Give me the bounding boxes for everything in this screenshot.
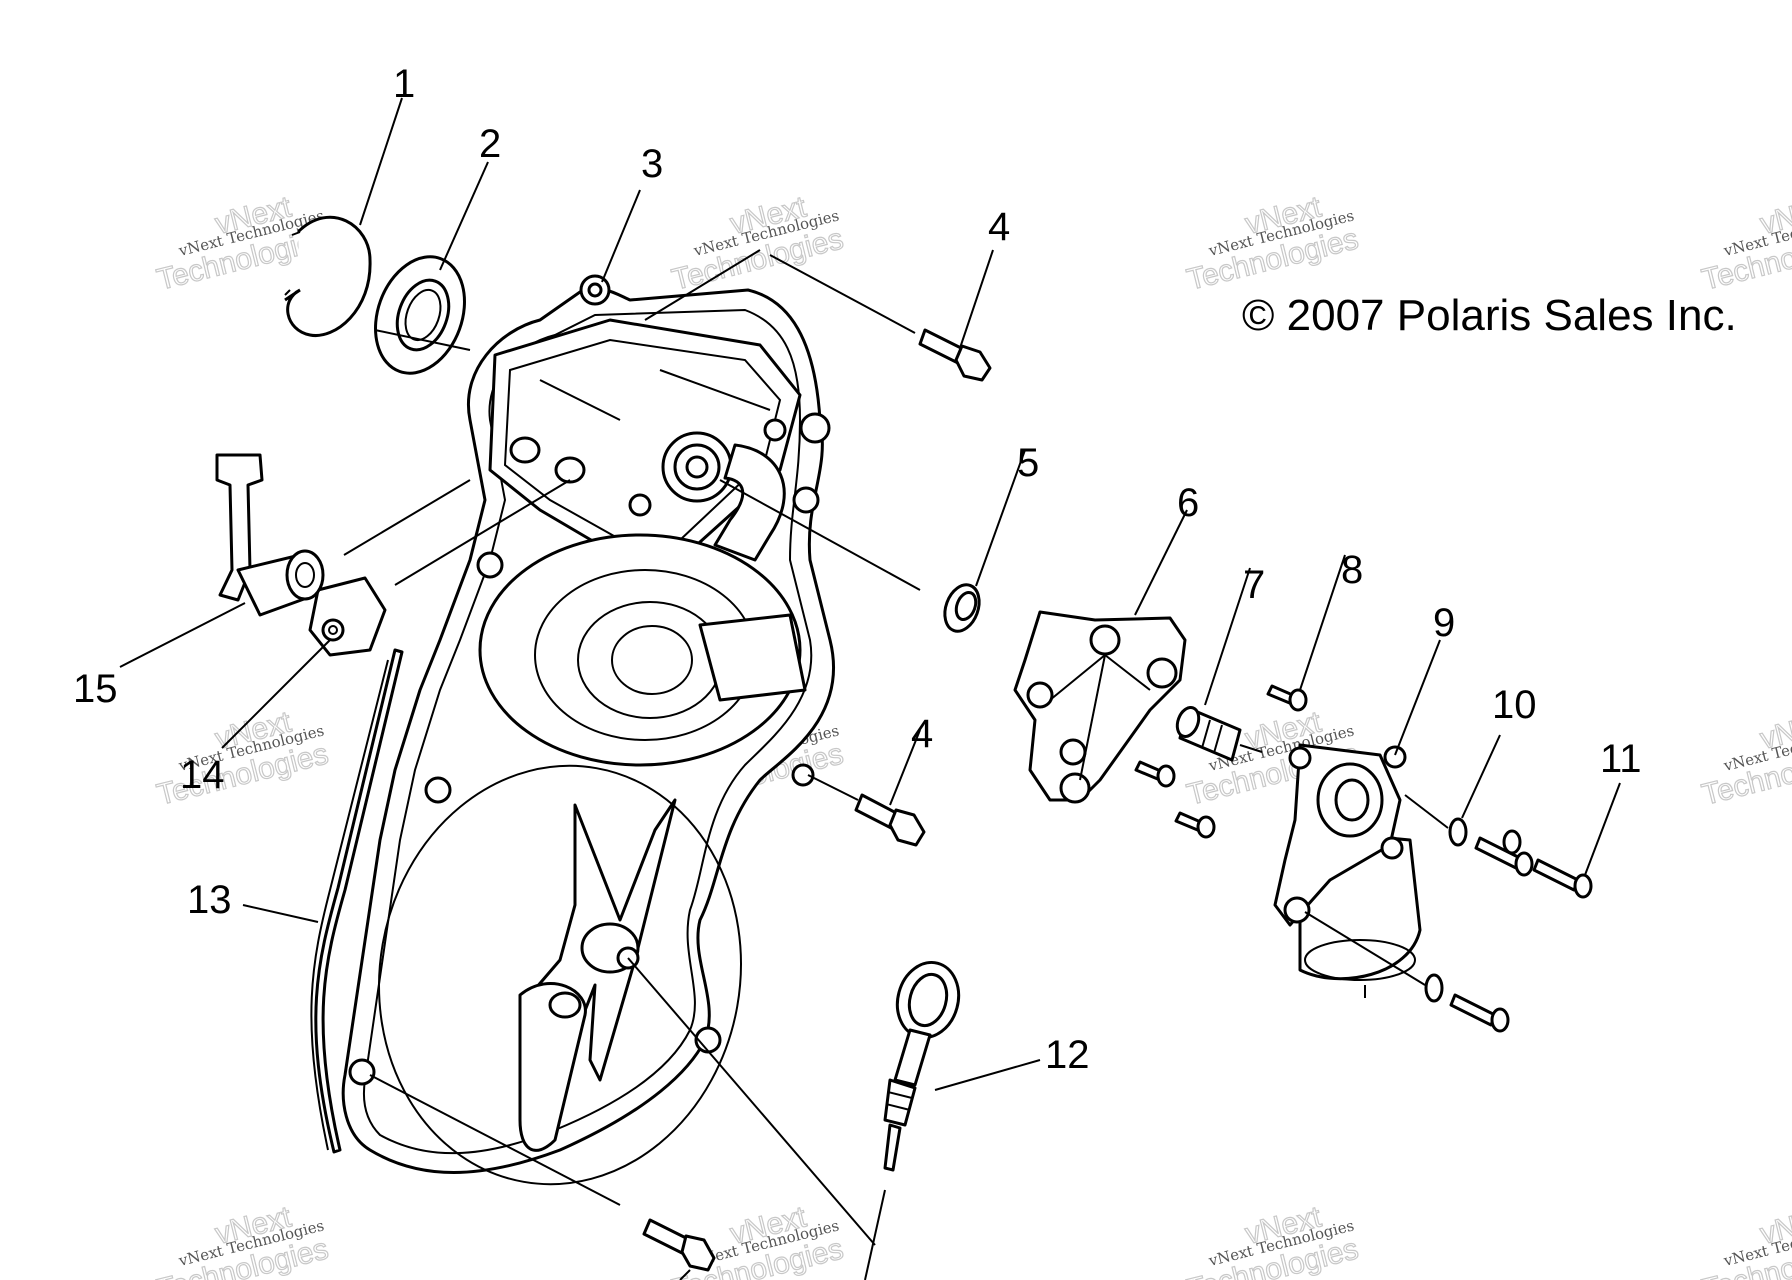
callout-14: 14: [180, 753, 225, 797]
mount-bolt: [1532, 858, 1593, 899]
callout-2: 2: [479, 122, 501, 166]
mount-bolt: [1474, 836, 1534, 877]
retaining-ring: [284, 215, 372, 338]
callout-4: 4: [988, 205, 1010, 249]
screw: [1134, 760, 1176, 788]
gearcase-cover: [341, 274, 835, 1186]
callout-5: 5: [1017, 441, 1039, 485]
cover-seal: [314, 648, 404, 1154]
callout-13: 13: [187, 878, 232, 922]
callout-8: 8: [1341, 548, 1363, 592]
sensor: [215, 453, 325, 617]
actuator-motor: [1273, 743, 1422, 998]
callout-7: 7: [1243, 563, 1265, 607]
watermark: Technologies vNext vNext Technologies: [1183, 1200, 1362, 1280]
dipstick: [883, 960, 961, 1172]
callout-3: 3: [641, 142, 663, 186]
motor-bracket: [1013, 610, 1187, 804]
washer: [1424, 973, 1444, 1003]
watermark: Technologies vNext vNext Technologies: [668, 190, 847, 298]
watermark: Technologies vNext vNext Technologies: [1698, 190, 1792, 298]
mount-bolt: [1449, 993, 1510, 1033]
callout-numbers: 1 2 3 4 5 6 7 8 9 10 11 12 13 14 15 4: [73, 62, 1642, 1077]
screw: [1266, 684, 1308, 712]
callout-10: 10: [1492, 683, 1537, 727]
bolt-lower: [642, 1218, 716, 1272]
callout-11: 11: [1600, 737, 1642, 781]
callout-12: 12: [1045, 1033, 1090, 1077]
watermark: Technologies vNext vNext Technologies: [153, 705, 332, 813]
washer: [1448, 817, 1468, 847]
callout-9: 9: [1433, 601, 1455, 645]
elbow-fitting: [308, 576, 387, 657]
bolt-upper: [918, 328, 992, 382]
leader-lines: [119, 97, 1621, 1280]
callout-6: 6: [1177, 481, 1199, 525]
small-seal: [943, 583, 981, 633]
callout-15: 15: [73, 667, 118, 711]
callout-4-lower: 4: [911, 712, 933, 756]
screw: [1174, 811, 1216, 839]
watermark: Technologies vNext vNext Technologies: [153, 1200, 332, 1280]
coupler: [1175, 705, 1242, 762]
watermark: Technologies vNext vNext Technologies: [1698, 705, 1792, 813]
watermark: Technologies vNext vNext Technologies: [1698, 1200, 1792, 1280]
callout-1: 1: [393, 62, 415, 106]
copyright-notice: © 2007 Polaris Sales Inc.: [1242, 291, 1737, 340]
bolt-middle: [854, 793, 926, 847]
oil-seal: [374, 255, 466, 375]
watermark: Technologies vNext vNext Technologies: [1183, 190, 1362, 298]
